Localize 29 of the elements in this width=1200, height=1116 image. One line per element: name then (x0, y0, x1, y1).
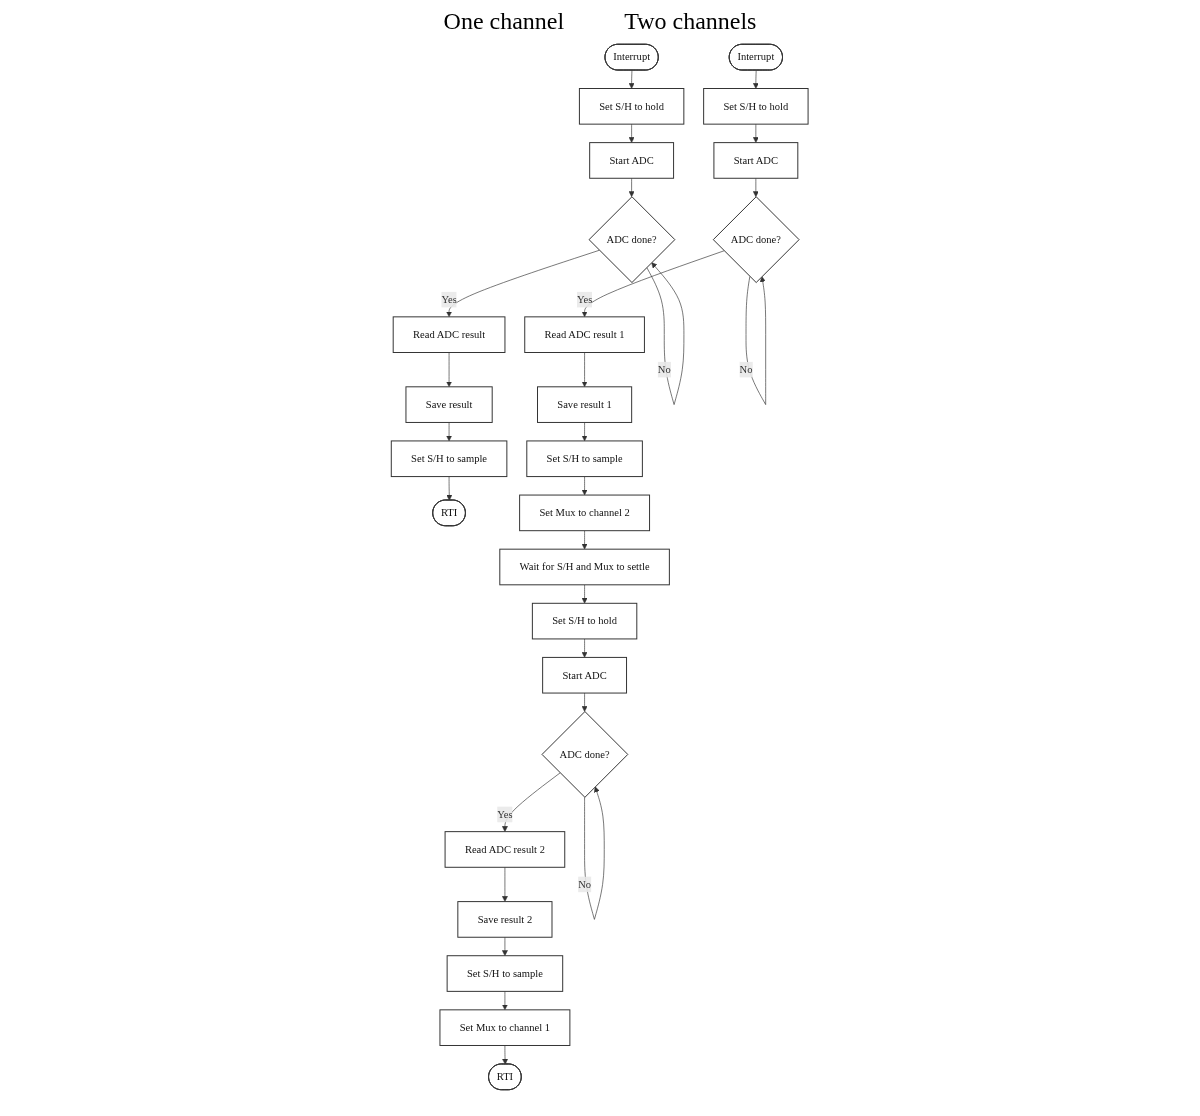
node-box: Save result (405, 386, 493, 423)
node-box: Set S/H to sample (526, 440, 644, 478)
node-box: Start ADC (589, 142, 675, 179)
node-box: Read ADC result 2 (444, 831, 566, 868)
edge-label: No (578, 878, 592, 890)
edge-label: Yes (497, 808, 513, 820)
node-box: Set S/H to hold (532, 602, 638, 640)
node-box: Set S/H to hold (703, 88, 809, 125)
node-box: Set S/H to sample (391, 440, 508, 478)
edge-label: No (658, 363, 672, 375)
node-box: Start ADC (542, 656, 628, 694)
node-box: Start ADC (713, 142, 799, 179)
edge-label: Yes (441, 293, 458, 305)
edge-label: No (739, 363, 753, 375)
node-diamond: ADC done? (713, 196, 800, 284)
edge-label: Yes (577, 293, 593, 305)
node-box: Wait for S/H and Mux to settle (499, 548, 671, 586)
node-diamond: ADC done? (541, 711, 629, 798)
node-box: Set S/H to sample (446, 955, 564, 992)
node-box: Read ADC result (393, 316, 506, 353)
node-box: Read ADC result 1 (524, 316, 646, 353)
node-diamond: ADC done? (588, 196, 676, 284)
node-box: Set Mux to channel 1 (439, 1009, 571, 1046)
node-box: Set S/H to hold (579, 88, 685, 125)
node-box: Save result 2 (457, 901, 553, 938)
column-heading: Two channels (624, 8, 757, 35)
node-box: Save result 1 (537, 386, 633, 423)
column-heading: One channel (443, 8, 565, 35)
node-box: Set Mux to channel 2 (519, 494, 651, 532)
